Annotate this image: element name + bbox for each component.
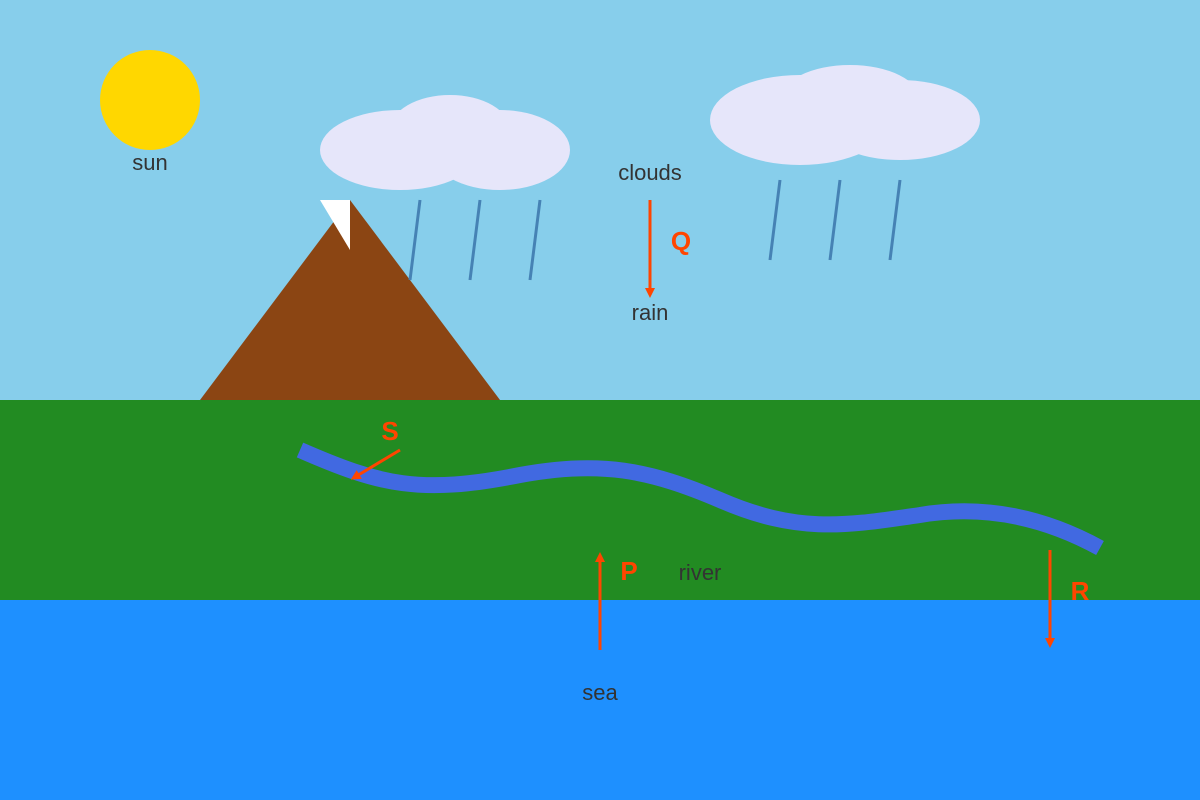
sun [100, 50, 200, 150]
river [296, 442, 1104, 556]
arrow-s-label: S [381, 416, 398, 446]
arrow-p-label: P [620, 556, 637, 586]
sea-label: sea [582, 680, 618, 705]
river-label: river [679, 560, 722, 585]
rain-label: rain [632, 300, 669, 325]
snow-cap [320, 200, 350, 250]
clouds-label: clouds [618, 160, 682, 185]
cloud-left [320, 95, 570, 190]
cloud-right [710, 65, 980, 165]
mountain [200, 200, 500, 400]
arrow-r-label: R [1071, 576, 1090, 606]
rain-streaks-left [408, 199, 542, 281]
rain-streaks-right [768, 179, 902, 261]
sky [0, 0, 1200, 400]
arrow-s [350, 448, 401, 480]
arrow-q-label: Q [671, 226, 691, 256]
sun-label: sun [132, 150, 167, 175]
